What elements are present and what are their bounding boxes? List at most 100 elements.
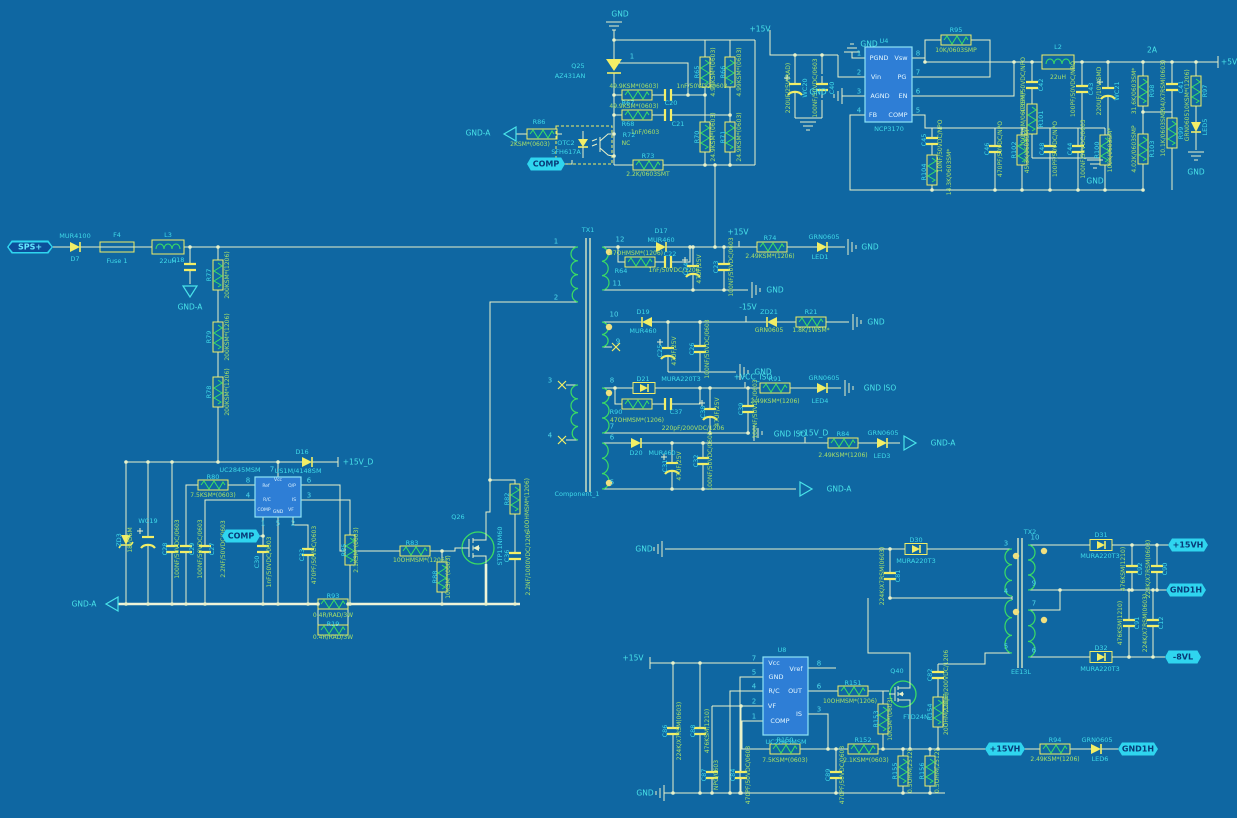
wire-net-group-4[interactable] xyxy=(566,241,900,490)
resistor-R101[interactable] xyxy=(1026,103,1038,135)
capacitor-C29[interactable] xyxy=(180,538,192,560)
wire-net-group-5[interactable] xyxy=(649,544,1170,794)
inductor-L3[interactable] xyxy=(151,239,185,255)
capacitor-C46[interactable] xyxy=(989,138,1001,160)
capacitor-C91[interactable] xyxy=(1123,612,1135,634)
capacitor-C27[interactable] xyxy=(199,538,211,560)
capacitor-C43[interactable] xyxy=(1076,78,1088,100)
diode-D17[interactable] xyxy=(650,242,672,252)
resistor-R83[interactable] xyxy=(399,545,431,557)
ic-box-U4[interactable] xyxy=(864,46,913,123)
port-gnd1h[interactable]: GND1H xyxy=(1166,583,1206,597)
no-connect-x-icon[interactable] xyxy=(557,435,567,445)
ground-icon[interactable] xyxy=(1087,159,1103,169)
resistor-R64[interactable] xyxy=(624,256,656,268)
port-+15vh[interactable]: +15VH xyxy=(985,742,1025,756)
resistor-R155[interactable] xyxy=(897,755,909,787)
ground-icon[interactable] xyxy=(847,239,857,255)
diode-LED6[interactable] xyxy=(1085,744,1107,754)
resistor-R154[interactable] xyxy=(932,696,944,728)
capacitor-C30[interactable] xyxy=(257,538,269,560)
capacitor-C48[interactable] xyxy=(1044,138,1056,160)
capacitor-C41[interactable] xyxy=(1166,76,1178,98)
optocoupler-OTC2[interactable] xyxy=(555,125,613,165)
capacitor-C22[interactable] xyxy=(657,256,679,268)
diode-ZD21[interactable] xyxy=(761,317,783,327)
wire-net-group-1[interactable] xyxy=(769,30,1219,191)
port--8vl[interactable]: -8VL xyxy=(1165,650,1201,664)
capacitor-C36[interactable] xyxy=(509,545,521,567)
capacitor-C88[interactable] xyxy=(694,720,706,742)
ground-icon[interactable] xyxy=(844,380,854,396)
ground-icon[interactable] xyxy=(751,282,761,298)
port-comp[interactable]: COMP xyxy=(527,157,565,171)
capacitor-C89[interactable] xyxy=(830,764,842,786)
resistor-R86[interactable] xyxy=(526,128,558,140)
port-gnd1h[interactable]: GND1H xyxy=(1118,742,1158,756)
capacitor-C23[interactable] xyxy=(718,256,730,278)
power-port-arrow-icon[interactable] xyxy=(903,434,918,452)
capacitor-C87[interactable] xyxy=(706,764,718,786)
capacitor-C37[interactable] xyxy=(657,398,679,410)
capacitor-C82[interactable] xyxy=(932,664,944,686)
resistor-R67[interactable] xyxy=(621,89,653,101)
resistor-R93[interactable] xyxy=(317,598,349,610)
shunt-regulator-Q25[interactable] xyxy=(606,59,689,95)
resistor-R73[interactable] xyxy=(632,159,664,171)
diode-D20[interactable] xyxy=(625,438,647,448)
diode-D19[interactable] xyxy=(636,317,658,327)
resistor-R94[interactable] xyxy=(1039,743,1071,755)
smd-diode-D32[interactable] xyxy=(1087,651,1115,663)
ground-icon[interactable] xyxy=(653,541,663,557)
resistor-R21[interactable] xyxy=(795,316,827,328)
capacitor-C21[interactable] xyxy=(657,109,679,121)
ground-icon[interactable] xyxy=(833,88,843,104)
resistor-R99[interactable] xyxy=(1166,117,1178,149)
resistor-R80[interactable] xyxy=(197,479,229,491)
polarized-capacitor-WC20[interactable] xyxy=(784,74,803,100)
capacitor-C92[interactable] xyxy=(1126,558,1138,580)
resistor-R85[interactable] xyxy=(344,534,356,566)
polarized-capacitor-C25[interactable] xyxy=(657,338,676,364)
capacitor-C26[interactable] xyxy=(694,338,706,360)
diode-LED4[interactable] xyxy=(811,383,833,393)
port-sps+[interactable]: SPS+ xyxy=(7,240,53,254)
power-port-arrow-icon[interactable] xyxy=(104,595,119,613)
capacitor-C44[interactable] xyxy=(1072,138,1084,160)
resistor-R74[interactable] xyxy=(756,241,788,253)
ground-icon[interactable] xyxy=(606,21,622,31)
resistor-R19[interactable] xyxy=(317,624,349,636)
resistor-R103[interactable] xyxy=(1137,133,1149,165)
wire-net-group-2[interactable] xyxy=(52,246,578,604)
ground-icon[interactable] xyxy=(1188,151,1204,161)
resistor-R95[interactable] xyxy=(940,34,972,46)
capacitor-C32[interactable] xyxy=(697,450,709,472)
resistor-R150[interactable] xyxy=(769,743,801,755)
diode-D16[interactable] xyxy=(296,457,318,467)
resistor-R66[interactable] xyxy=(724,56,736,88)
capacitor-C42[interactable] xyxy=(1026,74,1038,96)
capacitor-C20[interactable] xyxy=(657,89,679,101)
wire-power-bus[interactable] xyxy=(118,564,520,606)
fuse-F4[interactable] xyxy=(99,241,135,253)
capacitor-C81[interactable] xyxy=(884,565,896,587)
polarized-capacitor-C31[interactable] xyxy=(661,453,680,479)
resistor-R71[interactable] xyxy=(724,121,736,153)
resistor-R152[interactable] xyxy=(847,743,879,755)
capacitor-C90[interactable] xyxy=(1151,558,1163,580)
capacitor-C40[interactable] xyxy=(816,76,828,98)
port-+15vh[interactable]: +15VH xyxy=(1168,538,1208,552)
polarized-capacitor-WC19[interactable] xyxy=(137,527,156,553)
ground-icon[interactable] xyxy=(852,314,862,330)
resistor-R68[interactable] xyxy=(621,109,653,121)
tx2-windings[interactable] xyxy=(1004,544,1036,658)
ground-icon[interactable] xyxy=(655,785,665,801)
resistor-R100[interactable] xyxy=(1099,134,1111,166)
resistor-R98[interactable] xyxy=(1137,75,1149,107)
resistor-R84[interactable] xyxy=(827,437,859,449)
capacitor-C12[interactable] xyxy=(1147,612,1159,634)
resistor-R82[interactable] xyxy=(509,483,521,515)
resistor-R79[interactable] xyxy=(212,321,224,353)
capacitor-C18[interactable] xyxy=(184,256,196,278)
capacitor-C84[interactable] xyxy=(735,764,747,786)
